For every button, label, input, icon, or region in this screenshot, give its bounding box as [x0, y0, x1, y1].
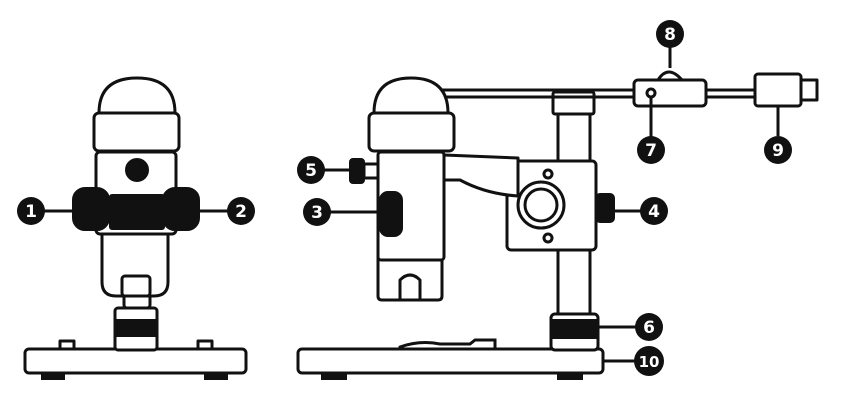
stand-base-foot-right	[557, 372, 583, 380]
front-base-foot-left	[41, 372, 65, 380]
stand-focus-knob	[595, 193, 615, 223]
front-dome	[97, 76, 177, 115]
callout-badge-5: 5	[297, 156, 325, 184]
callout-label-7: 7	[645, 141, 657, 161]
stand-scope-top-knob	[349, 158, 365, 184]
callout-label-4: 4	[648, 202, 660, 222]
front-camera-lens	[125, 158, 149, 182]
stand-holder-screw-bottom	[542, 232, 554, 244]
front-center-control	[109, 194, 165, 230]
stand-holder-bracket	[442, 153, 520, 198]
stand-arm-end-tip	[799, 78, 819, 102]
stand-scope-side-control	[379, 191, 403, 237]
stand-scope-dome	[372, 76, 450, 115]
stand-arm-end-block	[753, 72, 803, 108]
stand-holder-screw-top	[542, 168, 554, 180]
front-grip-left	[72, 187, 110, 231]
callout-badge-2: 2	[227, 197, 255, 225]
callout-badge-1: 1	[17, 197, 45, 225]
callout-label-10: 10	[639, 353, 660, 371]
front-base-foot-right	[204, 372, 228, 380]
callout-label-9: 9	[772, 141, 784, 161]
callout-badge-9: 9	[764, 136, 792, 164]
front-stand-ring	[114, 319, 158, 337]
callout-label-8: 8	[664, 25, 676, 45]
callout-label-2: 2	[235, 202, 247, 222]
callout-badge-10: 10	[634, 346, 664, 376]
microscope-front-view	[23, 76, 248, 380]
stand-arm-slider	[632, 78, 708, 108]
callout-label-3: 3	[311, 203, 323, 223]
front-lower-window	[120, 274, 152, 298]
stand-holder-ring-inner	[523, 187, 559, 223]
callout-label-1: 1	[25, 202, 37, 222]
callout-badge-3: 3	[303, 198, 331, 226]
stand-scope-top-knob-stem	[362, 162, 380, 180]
callout-badge-8: 8	[656, 20, 684, 48]
stand-pole-ring	[550, 319, 599, 339]
stand-arm-slider-hole	[645, 87, 657, 99]
front-grip-right	[162, 187, 200, 231]
stand-base-plate	[296, 347, 605, 375]
microscope-stand-view	[296, 70, 819, 380]
callout-label-6: 6	[643, 318, 655, 338]
callout-badge-4: 4	[640, 197, 668, 225]
front-base-bump-left	[58, 339, 76, 351]
stand-base-clip	[398, 338, 497, 351]
stand-base-foot-left	[321, 372, 347, 380]
front-base-plate	[23, 347, 248, 375]
stand-arm-slider-knob	[656, 70, 684, 82]
stand-scope-nozzle	[398, 273, 422, 302]
callout-badge-6: 6	[635, 313, 663, 341]
stand-pole-cap	[551, 90, 596, 116]
front-collar	[92, 111, 181, 153]
callout-label-5: 5	[305, 161, 317, 181]
front-base-bump-right	[196, 339, 214, 351]
stand-scope-collar	[367, 111, 456, 153]
callouts: 1 2 3 4 5 6 7 8 9 10	[17, 20, 792, 376]
callout-badge-7: 7	[637, 136, 665, 164]
